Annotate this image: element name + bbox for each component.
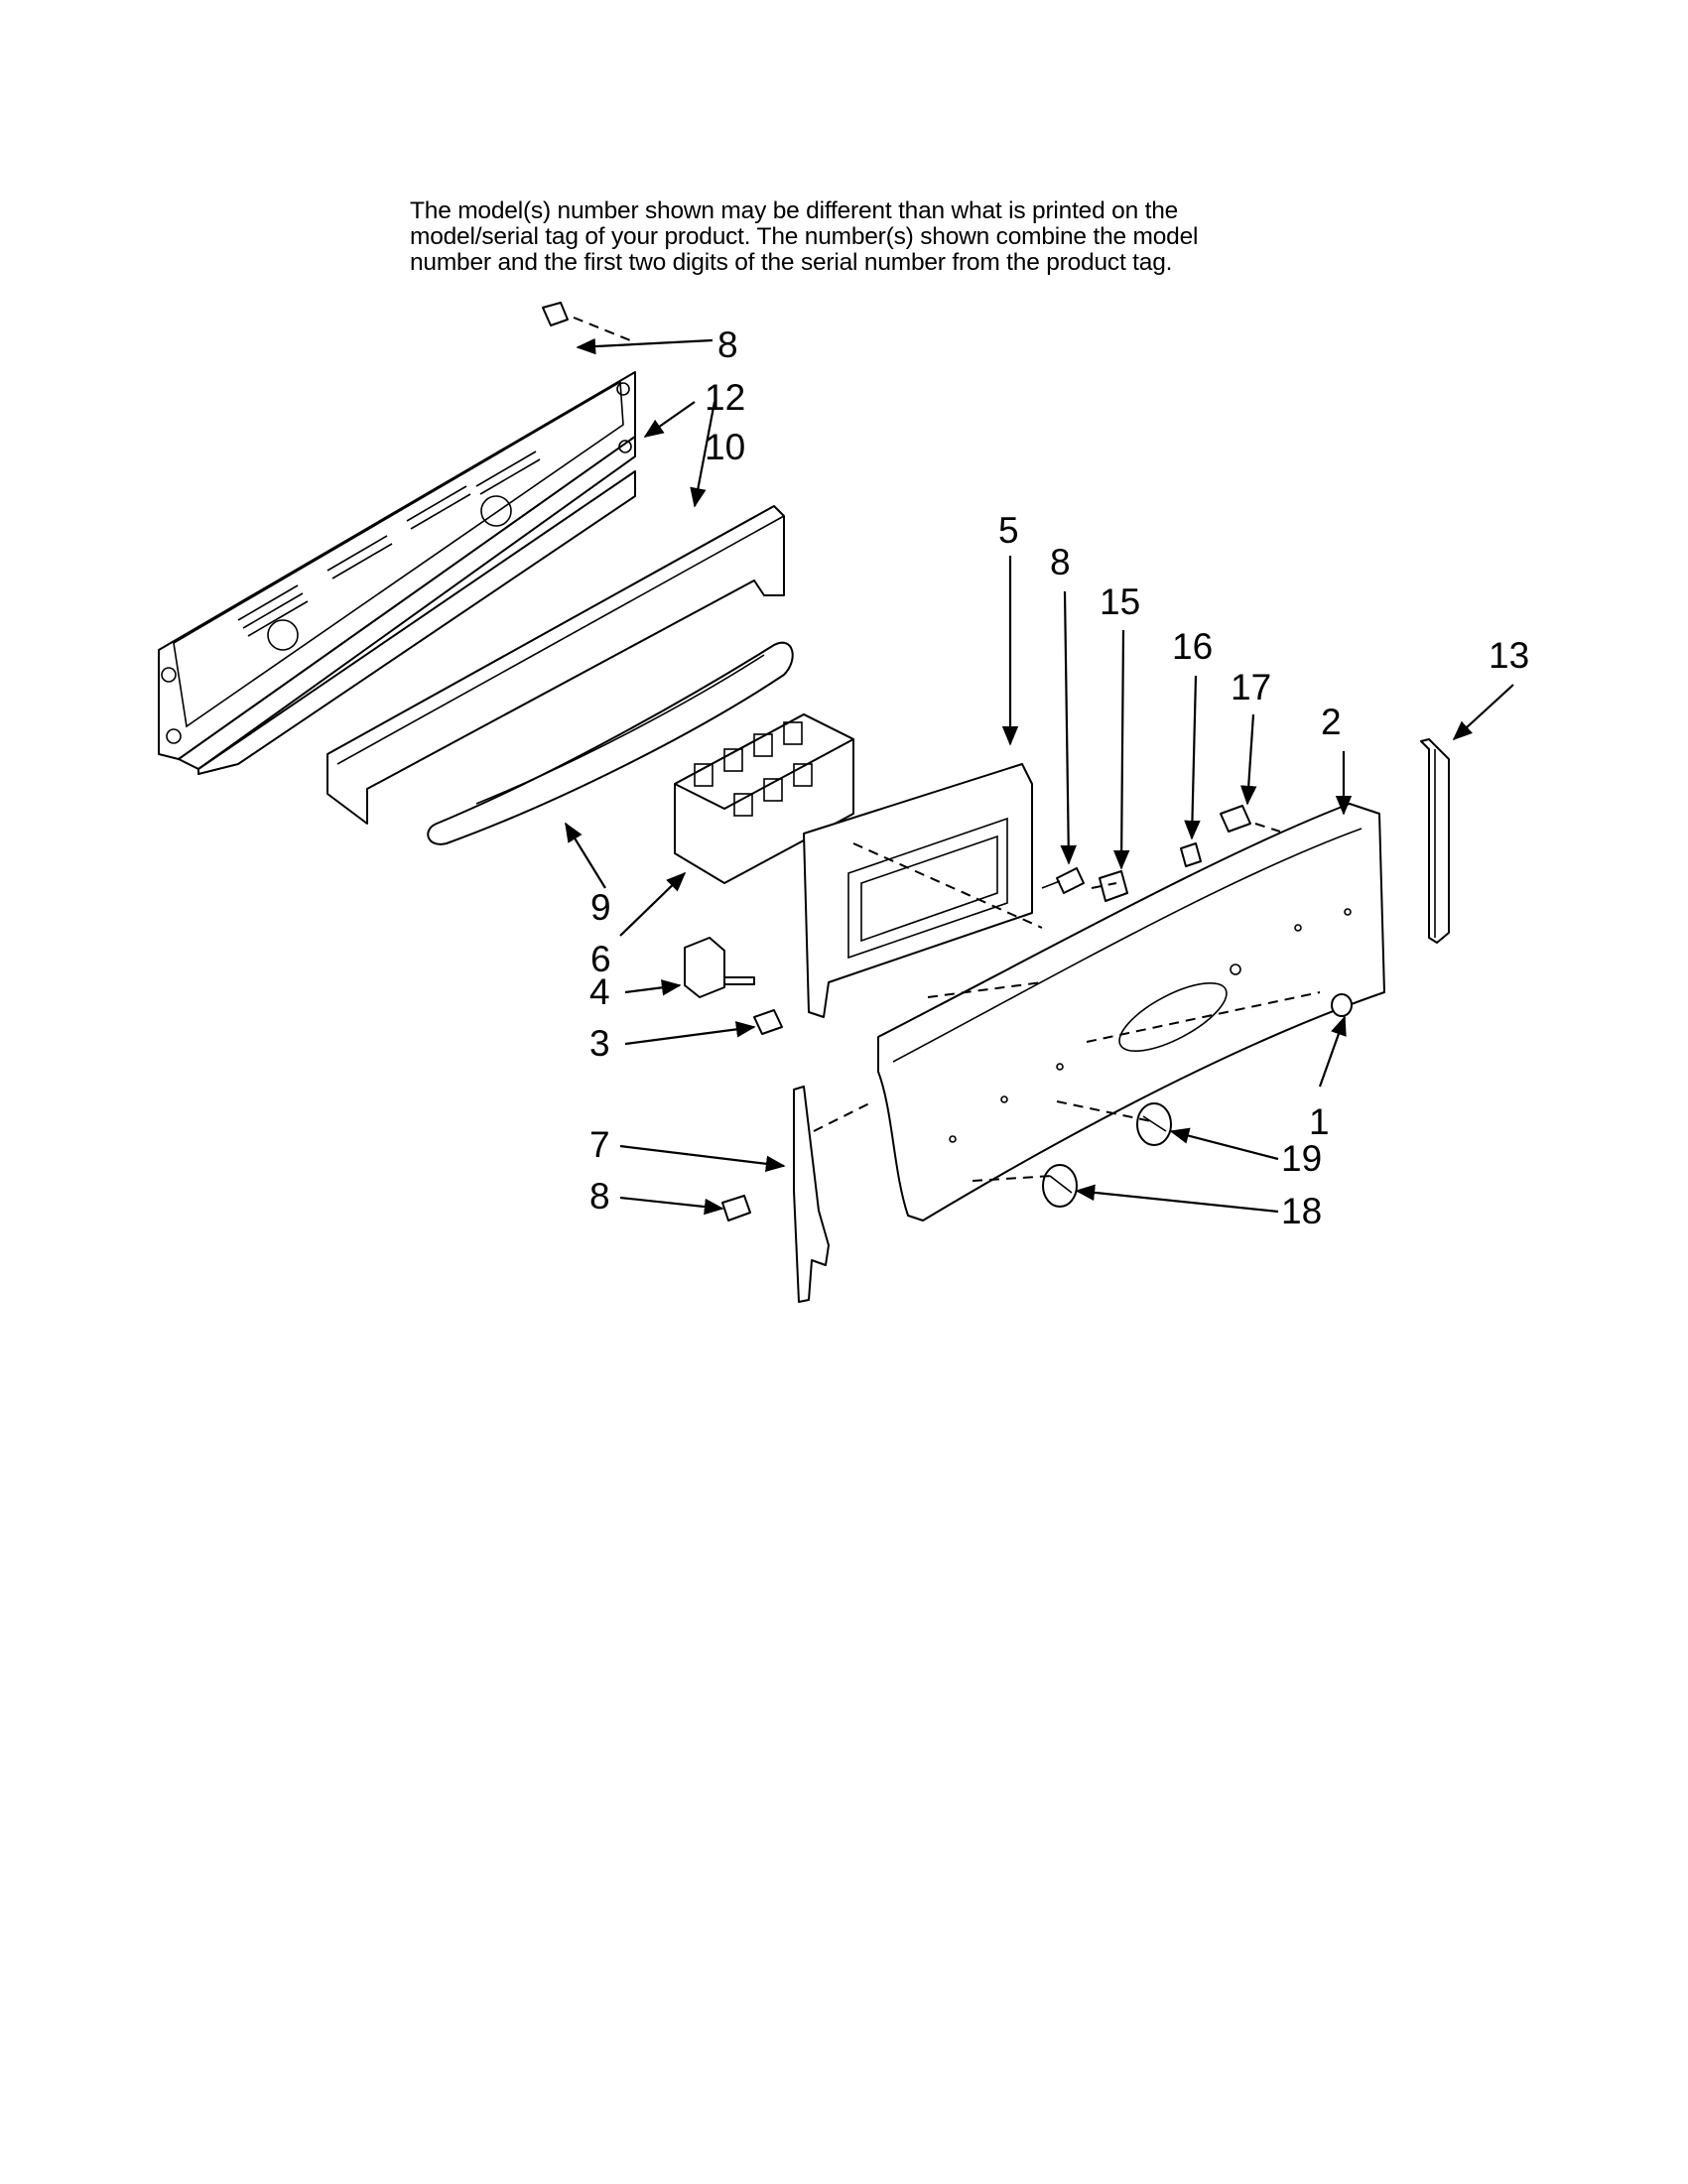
callout-8-bottom: 8 (589, 1176, 610, 1217)
leader-lines (565, 337, 1514, 1216)
note-line-1: The model(s) number shown may be differe… (410, 197, 1179, 224)
callout-17: 17 (1231, 667, 1271, 707)
part-4-control-block (684, 937, 755, 998)
alignment-lines (573, 317, 1321, 1182)
callout-12: 12 (705, 377, 745, 418)
part-8-screw-middle (1041, 867, 1085, 894)
part-2-console-panel (877, 803, 1385, 1221)
callout-10: 10 (705, 427, 745, 467)
part-19-knob (1136, 1102, 1172, 1146)
part-10-trim-strip (326, 505, 785, 825)
callout-8-top: 8 (717, 324, 738, 365)
callout-18: 18 (1281, 1191, 1322, 1231)
part-13-right-side-bracket (1420, 738, 1450, 944)
callout-1: 1 (1309, 1101, 1330, 1142)
callout-15: 15 (1100, 581, 1140, 622)
model-number-note: The model(s) number shown may be differe… (410, 198, 1303, 276)
callout-19: 19 (1281, 1138, 1322, 1179)
part-6-control-board (674, 713, 854, 884)
part-15-switch (1099, 870, 1128, 902)
note-line-3: number and the first two digits of the s… (410, 249, 1173, 276)
part-5-display-bezel (803, 763, 1033, 1018)
callout-13: 13 (1489, 635, 1529, 676)
part-12-rear-bracket (158, 371, 636, 775)
callout-5: 5 (998, 510, 1019, 551)
part-18-knob (1042, 1164, 1078, 1208)
part-8-screw-bottom (721, 1195, 751, 1221)
part-16-clip (1180, 842, 1202, 867)
callout-2: 2 (1321, 702, 1342, 742)
part-9-trim-handle (427, 641, 794, 845)
callout-9: 9 (590, 887, 611, 928)
callout-8-middle: 8 (1050, 542, 1071, 582)
part-7-left-side-bracket (793, 1086, 830, 1303)
note-line-2: model/serial tag of your product. The nu… (410, 223, 1199, 250)
callout-3: 3 (589, 1023, 610, 1064)
part-3-screw (753, 1009, 783, 1035)
part-8-screw-top (542, 302, 569, 326)
part-1-button (1331, 993, 1353, 1017)
callout-6: 6 (590, 939, 611, 979)
callout-4: 4 (589, 971, 610, 1012)
callout-16: 16 (1172, 626, 1213, 667)
part-17-lamp-socket (1220, 805, 1251, 833)
callout-7: 7 (589, 1124, 610, 1165)
